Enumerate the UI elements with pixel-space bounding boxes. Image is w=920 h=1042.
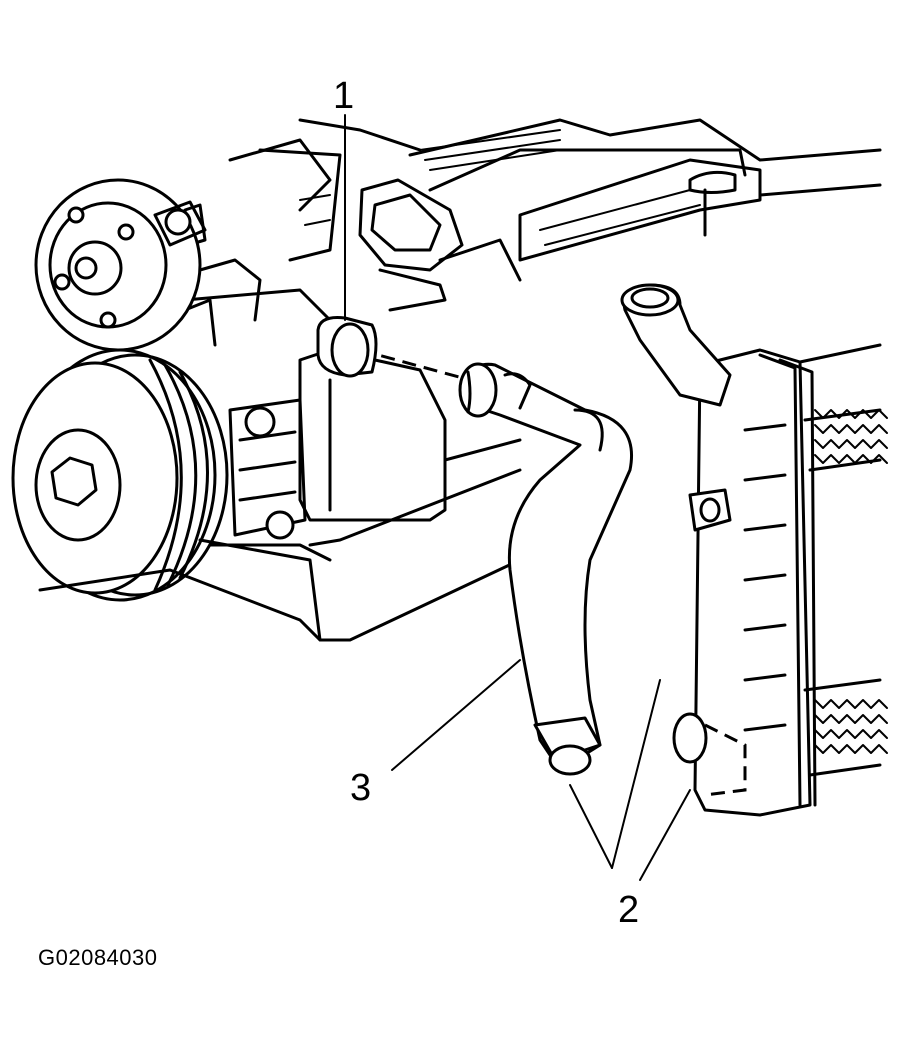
leader-line-2c bbox=[639, 789, 691, 881]
callout-1: 1 bbox=[333, 75, 354, 117]
lower-pulley bbox=[11, 348, 229, 602]
pump-inlet-fitting bbox=[316, 316, 378, 378]
lower-radiator-hose bbox=[458, 362, 633, 776]
radiator-filler-neck bbox=[620, 283, 732, 407]
leader-line-3 bbox=[391, 659, 521, 771]
leader-lines bbox=[344, 114, 691, 881]
leader-line-2a bbox=[569, 784, 613, 869]
thermostat-housing bbox=[358, 178, 522, 312]
callout-3: 3 bbox=[350, 767, 371, 809]
connection-dash-line bbox=[359, 348, 471, 382]
radiator bbox=[672, 343, 888, 817]
callout-2: 2 bbox=[618, 889, 639, 931]
engine-lower-block bbox=[38, 438, 522, 642]
engine-upper-structure bbox=[228, 118, 882, 262]
upper-pulley bbox=[34, 178, 207, 352]
water-pump-assembly bbox=[158, 203, 447, 562]
leader-line-2b bbox=[611, 679, 661, 869]
figure-id-label: G02084030 bbox=[38, 945, 158, 970]
